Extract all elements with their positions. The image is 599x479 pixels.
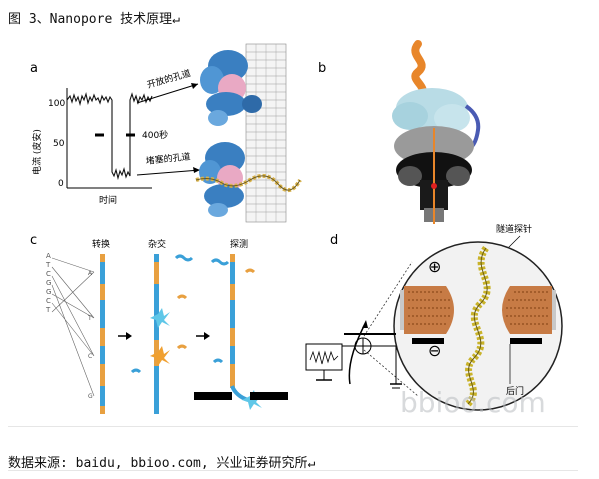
magnified-view [393,241,563,411]
panel-a-letter: a [30,61,38,76]
seq-base-4: G [46,279,51,287]
seq-base-2: T [45,261,51,269]
lipid-membrane [245,43,287,223]
mark-a: A [88,270,93,277]
converted-strand [100,254,105,414]
orange-helix [411,40,427,100]
strand-wire [348,321,367,385]
panel-b: b [318,40,481,224]
separator-bottom [8,470,578,471]
panel-d: d 隧道探针 ⊕ ⊖ 后门 [305,223,563,411]
hybridized-strand [130,254,194,414]
seq-base-3: C [46,270,51,278]
mark-t: T [87,315,92,322]
mark-g: G [88,393,93,400]
open-arrow [136,83,199,104]
current-meter [305,343,343,381]
membrane-left [194,392,232,400]
gate-bar-right [510,338,542,344]
open-pore-protein [200,50,262,126]
panel-c-letter: c [30,233,37,248]
seq-base-6: C [46,297,51,305]
zoom-line-top [363,261,413,337]
panel-d-letter: d [330,233,338,248]
seq-base-1: A [46,252,51,260]
y-tick-0: 0 [58,179,64,189]
tunnel-probe-label: 隧道探针 [496,223,532,235]
panel-b-letter: b [318,61,326,76]
gate-bar-left [412,338,444,344]
open-arrowhead [191,83,198,89]
detected-strand [194,254,288,410]
current-trace [66,91,153,181]
blocked-pore-label: 堵塞的孔道 [145,150,191,167]
membrane-right [250,392,288,400]
open-pore-label: 开放的孔道 [146,67,193,91]
minus-symbol: ⊖ [428,341,441,360]
plus-symbol: ⊕ [428,257,441,276]
seq-base-5: G [46,288,51,296]
blocked-arrowhead [193,167,200,173]
blocked-arrow [136,169,201,176]
electrode-left [404,286,454,334]
duration-label: 400秒 [142,129,168,141]
figure-source: 数据来源: baidu, bbioo.com, 兴业证券研究所↵ [8,456,316,471]
step-convert: 转换 [92,238,110,250]
blocked-pore-protein [195,142,302,217]
mapping-lines [51,257,95,397]
y-axis-label: 电流 (皮安) [31,129,43,175]
pore-structure [394,126,474,224]
seq-base-7: T [45,306,51,314]
separator-top [8,426,578,427]
motor-enzyme [392,88,470,132]
step-detect: 探测 [230,238,248,250]
watermark: bbioo.com [400,386,546,419]
y-tick-50: 50 [53,139,65,149]
y-tick-100: 100 [48,99,65,109]
panel-c: c 转换 杂交 探测 A T C G G C T A T C G [30,233,288,414]
panel-a: a 电流 (皮安) 100 50 0 时间 400秒 开放的孔道 堵塞的孔道 [30,43,302,223]
probe-star-blue [150,308,170,328]
probe-star-orange [150,346,170,366]
electrode-right [502,286,552,334]
step-hybridize: 杂交 [148,238,166,250]
gate-label: 后门 [506,385,524,397]
x-axis-label: 时间 [99,194,117,206]
constriction-site [431,183,437,189]
figure-caption: 图 3、Nanopore 技术原理↵ [8,12,180,27]
mark-c: C [88,353,92,360]
